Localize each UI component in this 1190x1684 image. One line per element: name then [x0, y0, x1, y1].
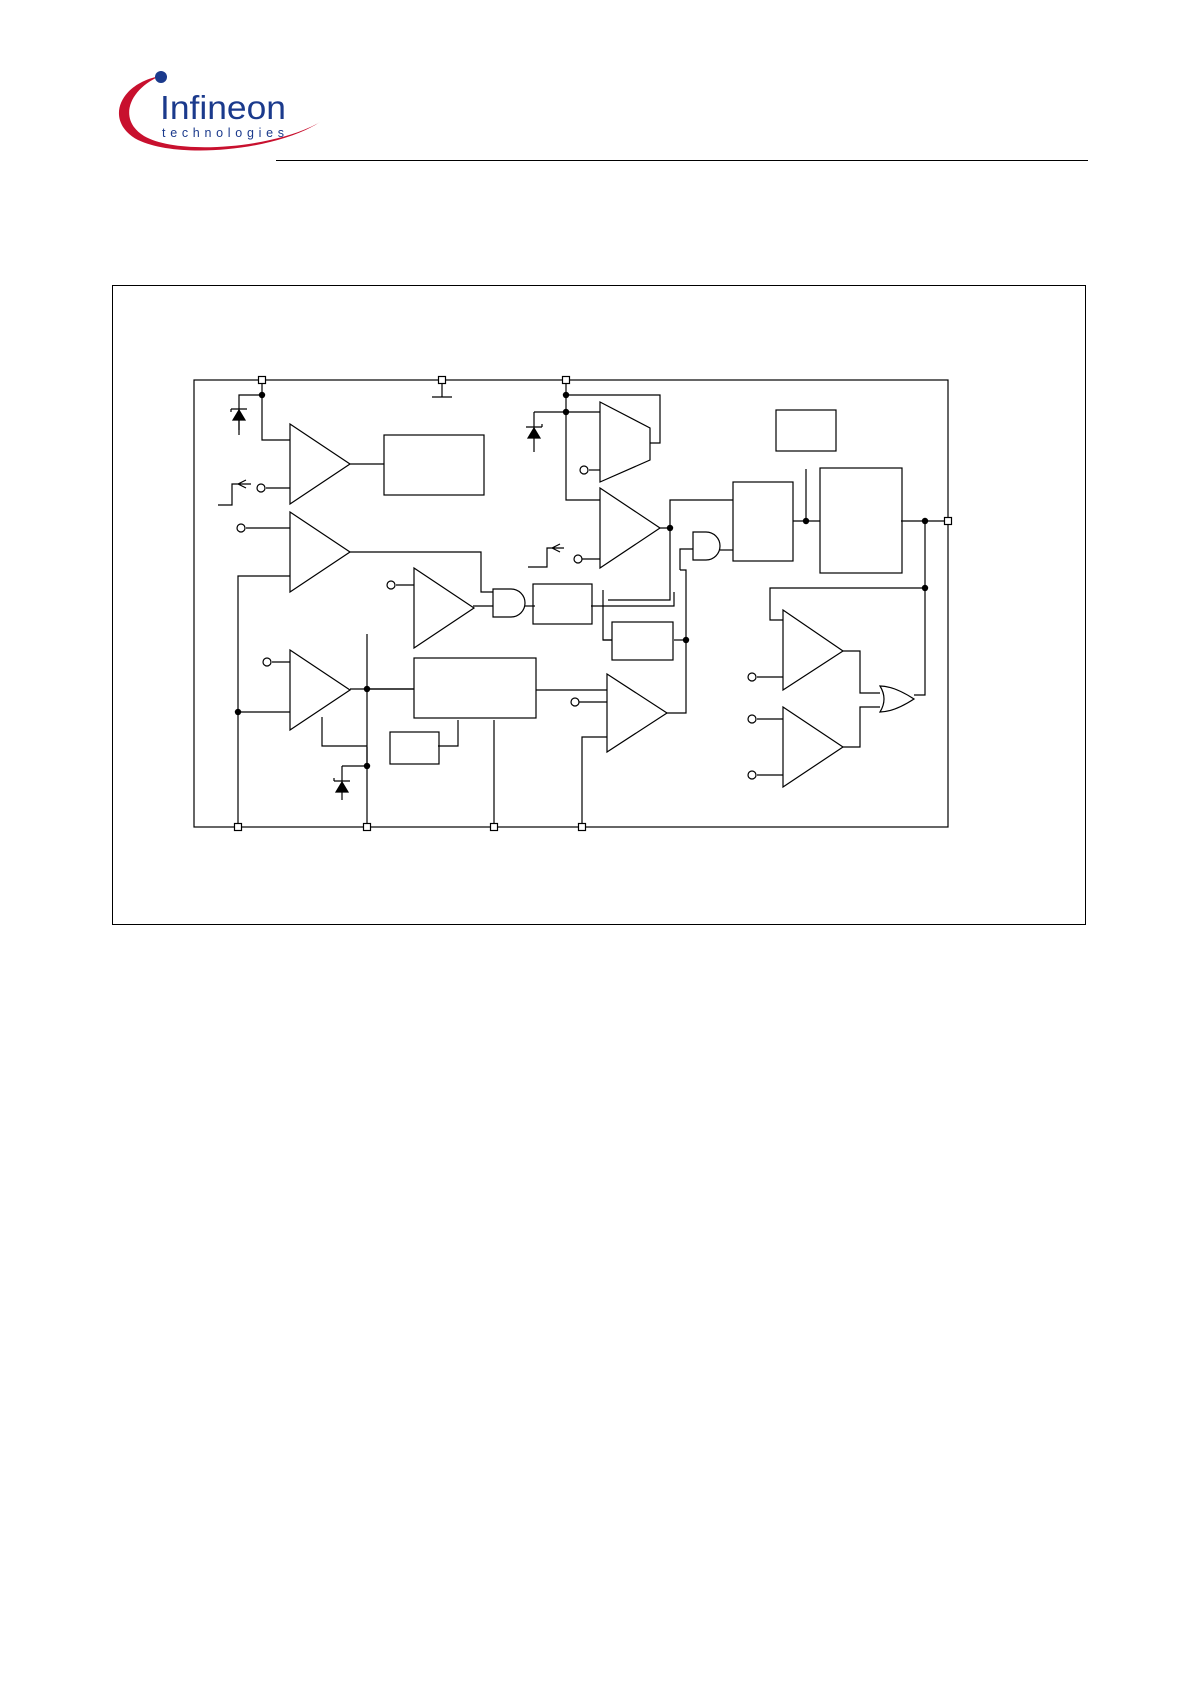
delay-block — [389, 731, 440, 765]
logo-dot — [155, 71, 167, 83]
pin-bottom-4 — [577, 822, 587, 832]
zener-bottom — [333, 765, 367, 800]
zener-top-center — [526, 424, 543, 452]
figure-frame — [112, 285, 1086, 925]
pin-output-right — [943, 516, 953, 526]
ic-boundary — [193, 379, 949, 828]
opamp-top — [599, 401, 651, 483]
blocks — [383, 409, 903, 765]
and-gate-right — [692, 531, 721, 561]
zener-diodes — [230, 408, 543, 800]
driver-block — [819, 467, 903, 574]
pin-top-1 — [257, 375, 267, 385]
small-block-right — [611, 621, 674, 661]
logo-wordmark: Infineon — [160, 89, 286, 126]
input-terminals — [236, 465, 757, 780]
wires — [237, 380, 948, 827]
pin-bottom-2 — [362, 822, 372, 832]
comparator-top-left — [289, 422, 352, 506]
comparators — [289, 401, 845, 789]
pin-bottom-3 — [489, 822, 499, 832]
timer-block — [532, 583, 593, 625]
pin-bottom-1 — [233, 822, 243, 832]
wide-block — [413, 657, 537, 719]
hysteresis-left — [218, 479, 251, 506]
pin-top-2 — [437, 375, 447, 385]
comparator-right-upper — [782, 608, 845, 692]
zener-top-left — [230, 408, 247, 435]
logic-gates — [492, 531, 916, 713]
or-gate-right — [878, 685, 916, 713]
comparator-top-center — [599, 486, 662, 570]
pin-top-3 — [561, 375, 571, 385]
junction-dots — [234, 391, 929, 770]
comparator-bottom-left — [289, 648, 352, 732]
infineon-logo: Infineon technologies — [118, 71, 320, 151]
comparator-lower-center — [606, 672, 669, 754]
reference-block — [775, 409, 837, 452]
comparator-middle-left — [289, 510, 352, 594]
flip-flop-block — [732, 481, 794, 562]
comparator-center — [413, 566, 476, 650]
comparator-right-lower — [782, 705, 845, 789]
ic-pins — [233, 375, 953, 832]
hysteresis-center — [528, 543, 564, 568]
hysteresis-symbols — [218, 479, 564, 568]
header-rule — [276, 160, 1088, 161]
logo-tagline: technologies — [162, 126, 284, 140]
and-gate-center — [492, 588, 526, 618]
function-block-top — [383, 434, 485, 496]
